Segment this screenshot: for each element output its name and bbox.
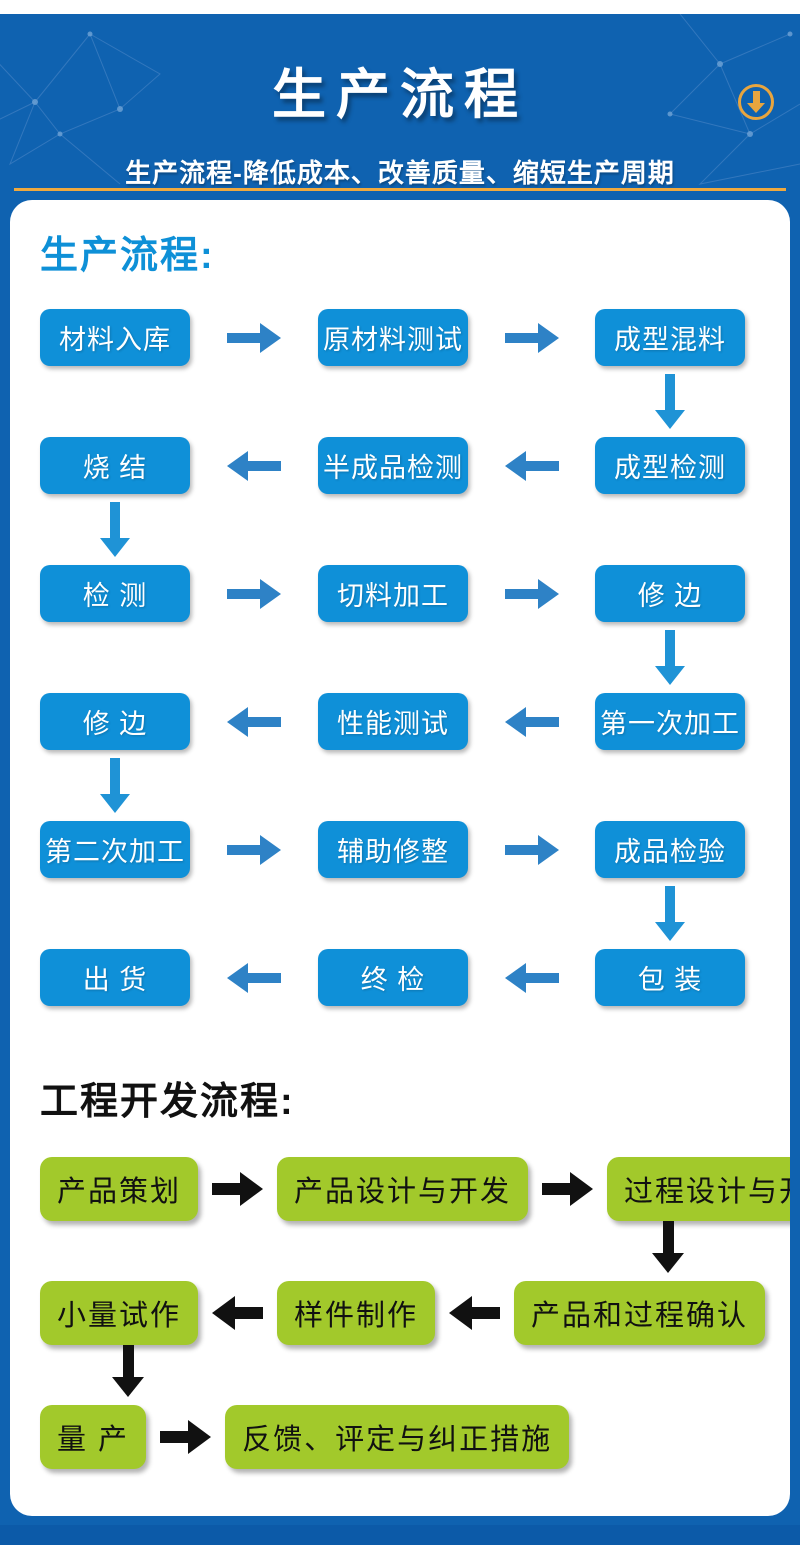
production-row-3: 检 测 切料加工 修 边 <box>40 565 760 622</box>
flow-step: 出 货 <box>40 949 190 1006</box>
flow-connector <box>40 878 760 949</box>
flow-connector <box>40 750 760 821</box>
flow-step: 第二次加工 <box>40 821 190 878</box>
page-subtitle: 生产流程-降低成本、改善质量、缩短生产周期 <box>125 158 675 188</box>
arrow-down-icon <box>100 758 130 813</box>
flow-step: 小量试作 <box>40 1281 199 1345</box>
flow-step: 过程设计与开发 <box>607 1157 790 1221</box>
flow-connector <box>40 494 760 565</box>
arrow-right-icon <box>190 322 318 353</box>
footer-bar <box>0 1525 800 1545</box>
flow-step: 第一次加工 <box>595 693 745 750</box>
arrow-right-icon <box>468 322 595 353</box>
flow-step: 成型混料 <box>595 309 745 366</box>
flow-connector <box>40 1221 760 1281</box>
arrow-down-icon <box>652 1221 684 1281</box>
flow-step: 产品设计与开发 <box>277 1157 529 1221</box>
flow-step: 检 测 <box>40 565 190 622</box>
flow-step: 终 检 <box>318 949 468 1006</box>
flow-connector <box>40 1345 760 1405</box>
flow-connector <box>40 366 760 437</box>
production-row-1: 材料入库 原材料测试 成型混料 <box>40 309 760 366</box>
engineering-row-2: 小量试作 样件制作 产品和过程确认 <box>40 1281 766 1345</box>
arrow-right-icon <box>542 1172 594 1206</box>
arrow-down-icon <box>655 886 685 941</box>
flow-step: 原材料测试 <box>318 309 468 366</box>
scroll-arrow-head <box>747 103 765 113</box>
flow-step: 性能测试 <box>318 693 468 750</box>
arrow-down-icon <box>112 1345 144 1405</box>
arrow-down-icon <box>100 502 130 557</box>
content-panel: 生产流程: 材料入库 原材料测试 成型混料 烧 结 半成品检测 成型检测 检 测… <box>10 200 790 1516</box>
flow-step: 量 产 <box>40 1405 147 1469</box>
arrow-left-icon <box>190 706 318 737</box>
flow-connector <box>40 622 760 693</box>
production-row-5: 第二次加工 辅助修整 成品检验 <box>40 821 760 878</box>
flow-step: 成型检测 <box>595 437 745 494</box>
scroll-arrow-shaft <box>752 91 760 103</box>
arrow-down-icon <box>655 374 685 429</box>
flow-step: 反馈、评定与纠正措施 <box>225 1405 570 1469</box>
arrow-right-icon <box>190 578 318 609</box>
flow-step: 辅助修整 <box>318 821 468 878</box>
flow-step: 样件制作 <box>277 1281 436 1345</box>
arrow-left-icon <box>212 1296 264 1330</box>
arrow-left-icon <box>468 706 595 737</box>
arrow-down-icon <box>655 630 685 685</box>
production-row-6: 出 货 终 检 包 装 <box>40 949 760 1006</box>
gold-divider <box>14 188 786 191</box>
page-title: 生产流程 <box>272 65 528 125</box>
production-row-2: 烧 结 半成品检测 成型检测 <box>40 437 760 494</box>
arrow-right-icon <box>468 834 595 865</box>
flow-step: 成品检验 <box>595 821 745 878</box>
production-heading: 生产流程: <box>40 235 215 277</box>
flow-step: 产品和过程确认 <box>514 1281 766 1345</box>
flow-step: 烧 结 <box>40 437 190 494</box>
arrow-right-icon <box>212 1172 264 1206</box>
arrow-left-icon <box>449 1296 501 1330</box>
flow-step: 切料加工 <box>318 565 468 622</box>
engineering-row-3: 量 产 反馈、评定与纠正措施 <box>40 1405 760 1469</box>
arrow-right-icon <box>160 1420 212 1454</box>
production-row-4: 修 边 性能测试 第一次加工 <box>40 693 760 750</box>
engineering-row-1: 产品策划 产品设计与开发 过程设计与开发 <box>40 1157 790 1221</box>
page-header: 生产流程 生产流程-降低成本、改善质量、缩短生产周期 <box>0 14 800 188</box>
flow-step: 修 边 <box>40 693 190 750</box>
arrow-left-icon <box>190 962 318 993</box>
flow-step: 产品策划 <box>40 1157 199 1221</box>
flow-step: 修 边 <box>595 565 745 622</box>
engineering-heading: 工程开发流程: <box>40 1081 295 1123</box>
flow-step: 材料入库 <box>40 309 190 366</box>
flow-step: 包 装 <box>595 949 745 1006</box>
arrow-left-icon <box>468 962 595 993</box>
arrow-left-icon <box>468 450 595 481</box>
arrow-right-icon <box>468 578 595 609</box>
scroll-down-icon[interactable] <box>738 84 774 120</box>
arrow-left-icon <box>190 450 318 481</box>
top-white-strip <box>0 0 800 14</box>
arrow-right-icon <box>190 834 318 865</box>
flow-step: 半成品检测 <box>318 437 468 494</box>
